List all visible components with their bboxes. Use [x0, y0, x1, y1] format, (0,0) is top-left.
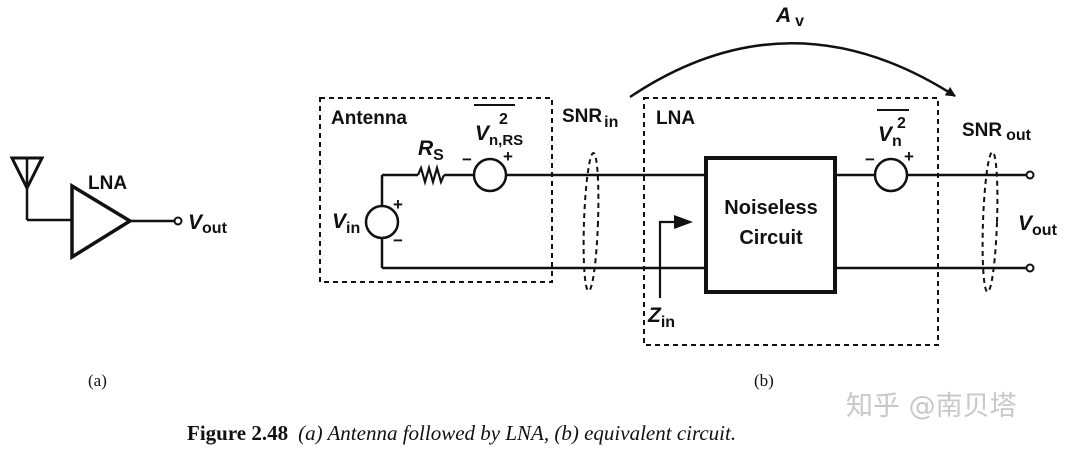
output-terminal-a [173, 216, 183, 226]
resistor-rs-symbol [416, 163, 446, 187]
gain-arc-arrow [629, 42, 956, 99]
antenna-box-label: Antenna [331, 108, 407, 129]
output-terminal-top [1025, 170, 1035, 180]
zin-label: Zin [647, 304, 675, 331]
antenna-box [319, 97, 553, 283]
antenna-icon [9, 156, 45, 220]
vout-label-b: Vout [1018, 212, 1058, 239]
snr-out-ellipse [981, 151, 999, 293]
noise-source-rs-symbol [472, 157, 508, 193]
zin-arrowhead [674, 215, 693, 229]
zin-arrow [658, 220, 688, 298]
vin-minus: − [393, 231, 403, 250]
vin-plus: + [393, 195, 403, 214]
lna-box-label: LNA [656, 108, 695, 129]
vn-rs-minus: − [462, 150, 472, 169]
output-terminal-bottom [1025, 263, 1035, 273]
vout-label-a: Vout [188, 211, 228, 237]
watermark: 知乎 @南贝塔 [846, 391, 1017, 422]
subfigure-label-a: (a) [88, 371, 107, 390]
vn-rs-label: Vn,RS [475, 122, 523, 149]
vn-rs-plus: + [503, 147, 513, 166]
lna-box [643, 97, 939, 346]
block-label-line2: Circuit [739, 227, 803, 249]
lna-amplifier-symbol [70, 182, 134, 261]
block-label-line1: Noiseless [724, 197, 817, 219]
figure-caption: Figure 2.48(a) Antenna followed by LNA, … [187, 421, 736, 445]
vn-rs-superscript: 2 [499, 111, 508, 128]
subfigure-label-b: (b) [754, 371, 774, 390]
lna-label-a: LNA [88, 173, 127, 194]
snr-in-ellipse [582, 152, 600, 292]
noise-source-vn-symbol [873, 157, 909, 193]
rs-label: RS [418, 137, 444, 164]
vn-minus: − [865, 150, 875, 169]
vn-plus: + [904, 147, 914, 166]
vn-label: Vn [878, 123, 902, 150]
vn-superscript: 2 [897, 115, 906, 132]
noiseless-circuit-block [704, 156, 837, 294]
vin-label: Vin [332, 210, 360, 237]
part-a-diagram: LNA Vout (a) [9, 156, 228, 390]
